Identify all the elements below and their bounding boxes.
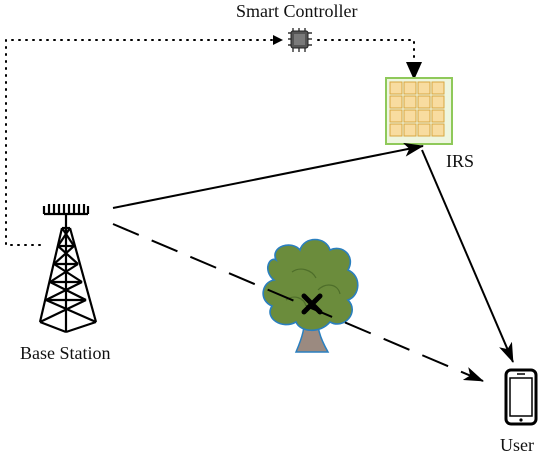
irs-panel-icon [385, 77, 453, 145]
phone-icon [504, 368, 538, 426]
control-arrowhead [406, 62, 422, 80]
tower-icon [38, 204, 98, 334]
user-label: User [500, 435, 534, 455]
tree-icon [262, 238, 359, 353]
x-mark-icon [301, 293, 323, 315]
smart-controller-label: Smart Controller [236, 1, 358, 21]
irs-label: IRS [446, 151, 475, 171]
link-bs-user-blocked [112, 223, 484, 382]
control-link-bs-controller [5, 35, 283, 246]
chip-icon [288, 28, 312, 52]
link-irs-user [421, 149, 514, 363]
control-link-controller-irs [317, 39, 415, 71]
base-station-label: Base Station [20, 343, 111, 363]
link-bs-irs [112, 142, 424, 209]
